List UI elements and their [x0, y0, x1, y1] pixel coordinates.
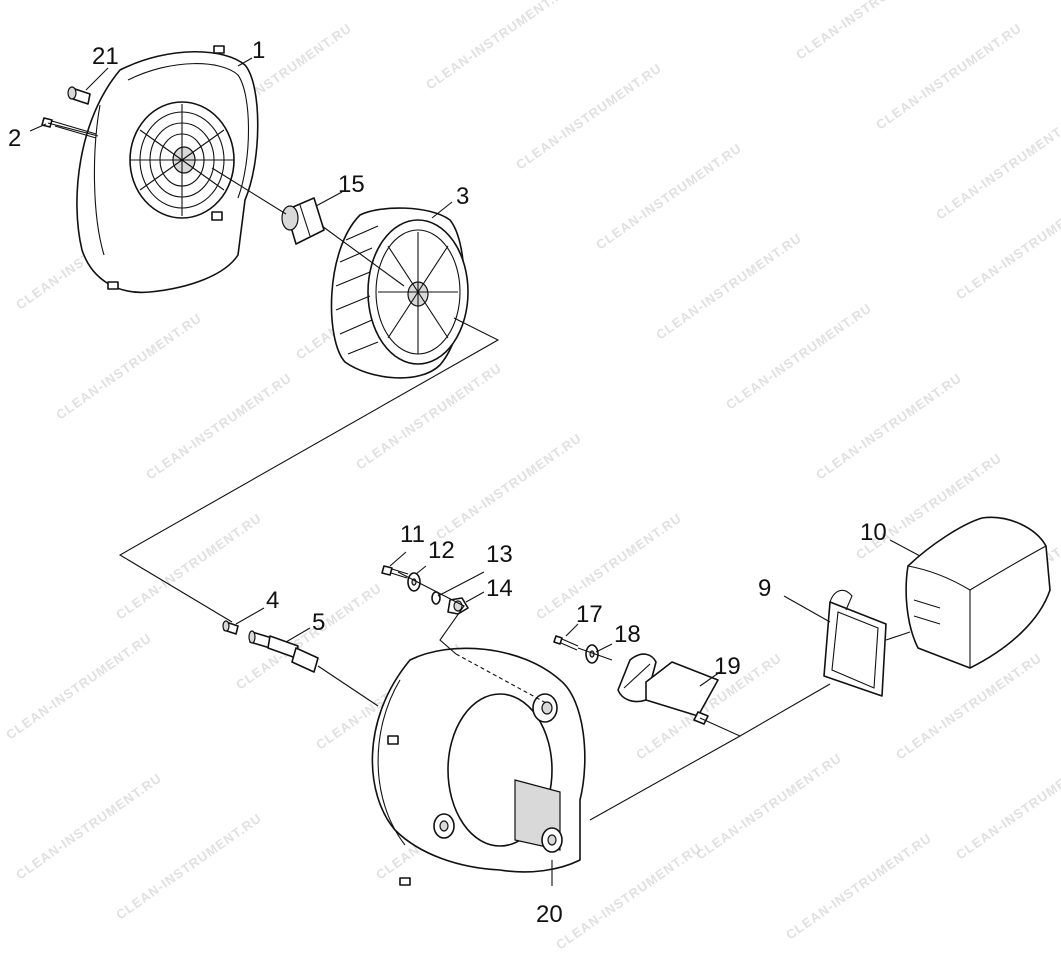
watermark: CLEAN-INSTRUMENT.RU: [113, 810, 264, 922]
watermark: CLEAN-INSTRUMENT.RU: [513, 60, 664, 172]
watermark: CLEAN-INSTRUMENT.RU: [533, 510, 684, 622]
watermark: CLEAN-INSTRUMENT.RU: [113, 510, 264, 622]
callout-15: 15: [338, 171, 365, 198]
callout-17: 17: [576, 601, 603, 628]
watermark: CLEAN-INSTRUMENT.RU: [143, 370, 294, 482]
watermark: CLEAN-INSTRUMENT.RU: [933, 110, 1061, 222]
part-13-washer: [431, 591, 441, 605]
callout-20: 20: [536, 901, 563, 928]
watermark: CLEAN-INSTRUMENT.RU: [13, 770, 164, 882]
callout-4: 4: [266, 587, 279, 614]
callout-9: 9: [758, 575, 771, 602]
callout-2: 2: [8, 125, 21, 152]
part-21-screw: [67, 86, 91, 105]
part-17-screw: [553, 635, 579, 651]
part-1-fan-cover: [76, 45, 259, 294]
callout-14: 14: [486, 575, 513, 602]
part-20-burner-housing: [371, 647, 586, 886]
callout-12: 12: [428, 537, 455, 564]
callout-5: 5: [312, 609, 325, 636]
callout-labels: 1 21 2 15 3 4 5 11 12 13 14 17 18 19 9 1…: [8, 37, 887, 928]
watermark: CLEAN-INSTRUMENT.RU: [353, 360, 504, 472]
watermark: CLEAN-INSTRUMENT.RU: [633, 650, 784, 762]
callout-21: 21: [92, 43, 119, 70]
callout-11: 11: [400, 521, 425, 548]
part-18-washer: [585, 644, 599, 664]
watermark: CLEAN-INSTRUMENT.RU: [953, 750, 1061, 862]
watermark: CLEAN-INSTRUMENT.RU: [53, 310, 204, 422]
callout-18: 18: [614, 621, 641, 648]
watermark: CLEAN-INSTRUMENT.RU: [783, 830, 934, 942]
part-9-gasket: [823, 589, 887, 697]
watermark: CLEAN-INSTRUMENT.RU: [873, 20, 1024, 132]
watermark: CLEAN-INSTRUMENT.RU: [813, 370, 964, 482]
part-11-screw: [381, 565, 409, 579]
part-19-electrode-plate: [617, 653, 719, 725]
callout-19: 19: [714, 653, 741, 680]
callout-13: 13: [486, 541, 513, 568]
part-15-bushing: [281, 197, 325, 245]
watermark: CLEAN-INSTRUMENT.RU: [723, 300, 874, 412]
watermark: CLEAN-INSTRUMENT.RU: [693, 750, 844, 862]
part-4-nozzle: [222, 620, 239, 635]
part-3-impeller: [330, 207, 469, 379]
watermark: CLEAN-INSTRUMENT.RU: [653, 230, 804, 342]
assembly-lines: [47, 122, 911, 821]
watermark: CLEAN-INSTRUMENT.RU: [3, 630, 154, 742]
callout-1: 1: [252, 37, 265, 64]
part-12-washer: [407, 572, 421, 592]
part-10-cover-box: [905, 516, 1051, 669]
callout-10: 10: [860, 519, 887, 546]
watermark: CLEAN-INSTRUMENT.RU: [433, 430, 584, 542]
watermark: CLEAN-INSTRUMENT.RU: [793, 0, 944, 62]
watermark: CLEAN-INSTRUMENT.RU: [953, 190, 1061, 302]
watermark: CLEAN-INSTRUMENT.RU: [593, 140, 744, 252]
watermark: CLEAN-INSTRUMENT.RU: [423, 0, 574, 92]
callout-3: 3: [456, 183, 469, 210]
part-14-nut: [447, 597, 469, 615]
callout-leaders: [29, 57, 921, 886]
part-5-nozzle-holder: [248, 630, 319, 673]
